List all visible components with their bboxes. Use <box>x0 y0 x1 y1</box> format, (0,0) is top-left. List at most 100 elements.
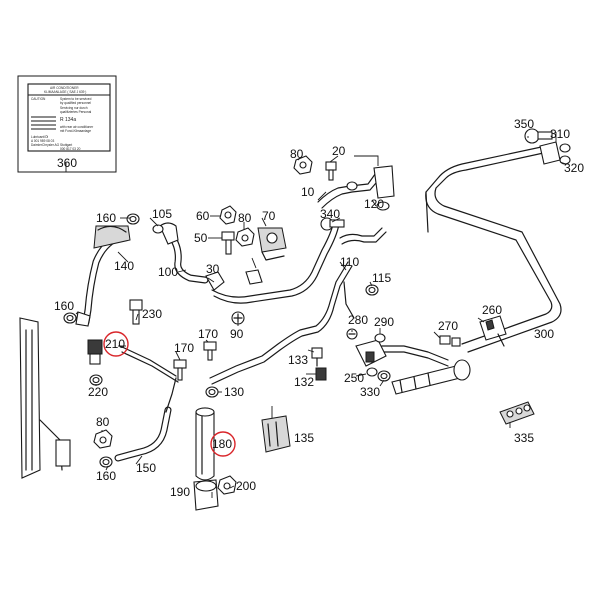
elbow-105 <box>152 222 179 245</box>
callout-60: 60 <box>196 209 210 223</box>
callout-290: 290 <box>374 315 394 329</box>
callout-160b: 160 <box>54 299 74 313</box>
callout-200: 200 <box>236 479 256 493</box>
callout-80c: 80 <box>96 415 110 429</box>
callout-160a: 160 <box>96 211 116 225</box>
receiver-drier-180 <box>195 407 215 481</box>
callout-80b: 80 <box>290 147 304 161</box>
fitting-140 <box>93 225 131 249</box>
callout-320: 320 <box>564 161 584 175</box>
callout-330: 330 <box>360 385 380 399</box>
callout-120: 120 <box>364 197 384 211</box>
oring-130 <box>205 386 219 398</box>
callout-100: 100 <box>158 265 178 279</box>
label-line-8: R 134a <box>60 117 76 123</box>
line-110 <box>339 227 387 319</box>
callout-80a: 80 <box>238 211 252 225</box>
pipe-300-lower <box>391 359 471 395</box>
label-360-rows <box>31 116 56 130</box>
oring-160-mid <box>63 311 91 327</box>
label-line-3: CAUTION <box>31 97 46 101</box>
line-150 <box>114 377 177 462</box>
label-360-frame: AIR CONDITIONER KLIMAANLAGE ( SAE J 639 … <box>17 75 117 173</box>
label-line-2: KLIMAANLAGE ( SAE J 639 ) <box>44 90 86 94</box>
oring-330 <box>377 370 391 382</box>
bolt-340 <box>320 217 345 231</box>
callout-135: 135 <box>294 431 314 445</box>
oring-160-bottom <box>99 456 113 468</box>
callout-110: 110 <box>340 255 359 269</box>
callout-150: 150 <box>136 461 156 475</box>
nut-60 <box>219 205 237 225</box>
callout-360: 360 <box>57 156 77 170</box>
fitting-270 <box>439 335 461 347</box>
oring-220 <box>89 374 103 386</box>
bracket-190 <box>193 479 219 511</box>
bracket-70 <box>257 227 287 261</box>
callout-350: 350 <box>514 117 534 131</box>
callout-180: 180 <box>212 437 232 451</box>
callouts: 360 160 105 140 100 30 60 50 80 70 90 80… <box>54 117 584 499</box>
sensor-132 <box>315 367 327 381</box>
bolt-170a <box>173 359 187 381</box>
screw-280 <box>346 328 358 340</box>
grommet-335 <box>499 401 535 425</box>
bolt-350 <box>524 128 553 144</box>
switch-260 <box>479 315 507 347</box>
callout-310: 310 <box>550 127 570 141</box>
bolt-50 <box>221 231 235 255</box>
callout-70: 70 <box>262 209 276 223</box>
callout-170a: 170 <box>174 341 194 355</box>
highlight-180 <box>210 431 236 457</box>
condenser-frame <box>19 317 71 479</box>
label-line-5: by qualified personnel <box>60 101 91 105</box>
callout-90: 90 <box>230 327 244 341</box>
callout-190: 190 <box>170 485 190 499</box>
label-line-12: A 001 989 08 03 <box>31 139 54 143</box>
callout-160c: 160 <box>96 469 116 483</box>
callout-340: 340 <box>320 207 340 221</box>
callout-130: 130 <box>224 385 244 399</box>
highlight-210 <box>103 331 129 357</box>
valve-120 <box>346 165 395 211</box>
label-line-11: Lubricant/Öl <box>31 135 48 139</box>
bolt-20 <box>325 161 337 181</box>
callout-300: 300 <box>534 327 554 341</box>
callout-50: 50 <box>194 231 208 245</box>
callout-280: 280 <box>348 313 368 327</box>
callout-270: 270 <box>438 319 458 333</box>
fitting-310-320 <box>539 141 571 165</box>
nut-80a <box>235 227 255 247</box>
oring-160-top <box>126 213 140 225</box>
hose-300 <box>425 145 562 353</box>
label-line-1: AIR CONDITIONER <box>50 86 79 90</box>
callout-10: 10 <box>301 185 315 199</box>
nut-80b <box>293 155 313 175</box>
callout-230: 230 <box>142 307 162 321</box>
callout-30: 30 <box>206 262 220 276</box>
sensor-133 <box>311 347 323 367</box>
callout-250: 250 <box>344 371 364 385</box>
callout-140: 140 <box>114 259 134 273</box>
callout-210: 210 <box>105 337 125 351</box>
callout-105: 105 <box>152 207 172 221</box>
label-line-7: qualifiziertes Personal <box>60 110 91 114</box>
line-270 <box>381 345 449 367</box>
callout-133: 133 <box>288 353 308 367</box>
label-line-10: mit Fond-Klimaanlage <box>60 129 91 133</box>
nut-80c <box>93 429 113 449</box>
callout-220: 220 <box>88 385 108 399</box>
clip-30 <box>205 269 263 291</box>
line-90 <box>211 219 340 304</box>
leader-lines <box>65 132 567 498</box>
callout-132: 132 <box>294 375 314 389</box>
callout-170b: 170 <box>198 327 218 341</box>
line-133 <box>209 261 353 385</box>
label-line-13: DaimlerChrysler AG Stuttgart <box>31 143 72 147</box>
hose-140 <box>82 231 129 326</box>
label-line-6: Servicing nur durch <box>60 106 88 110</box>
label-line-4: System to be serviced <box>60 97 92 101</box>
callout-335: 335 <box>514 431 534 445</box>
bracket-135 <box>261 415 291 453</box>
